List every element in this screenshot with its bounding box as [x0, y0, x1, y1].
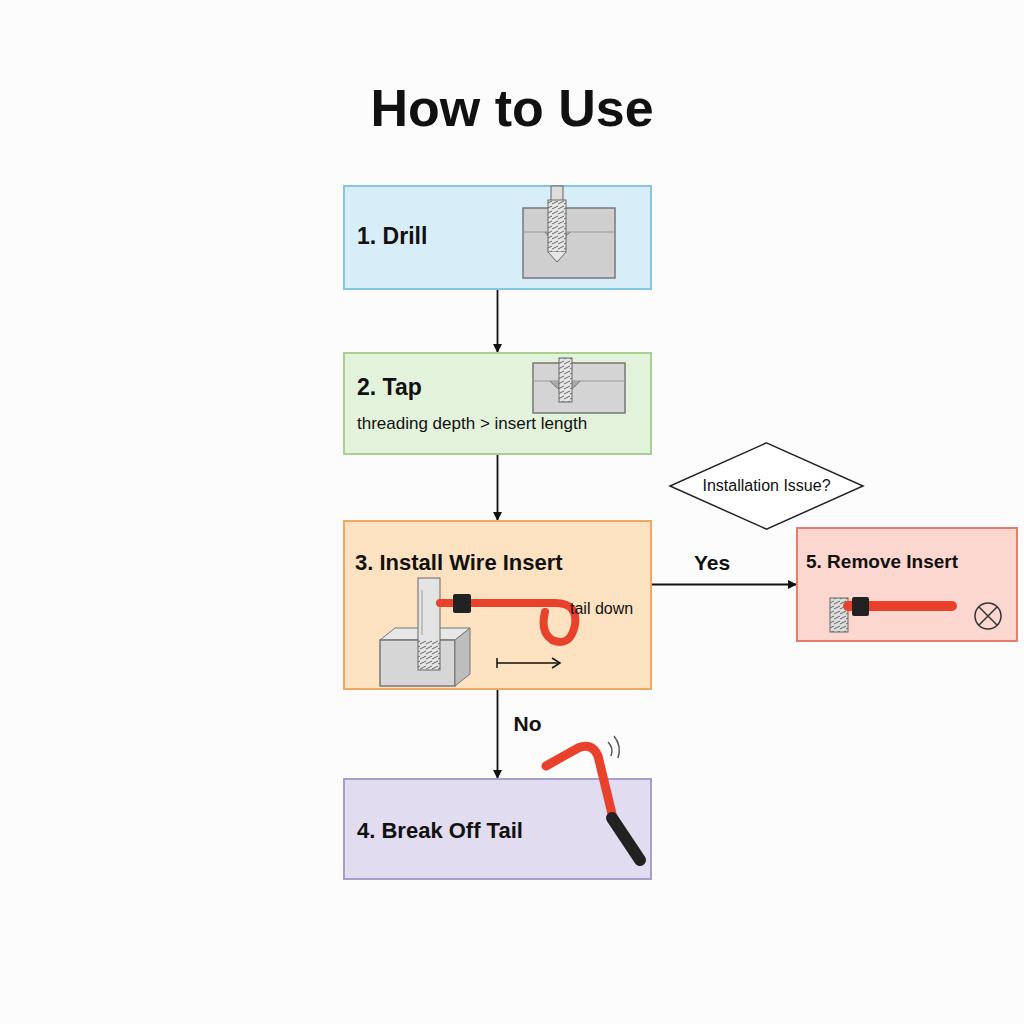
process-box: 2. Tap threading depth > insert length: [343, 352, 652, 455]
flow-arrow: [497, 455, 499, 520]
flow-arrow: [497, 690, 499, 778]
process-box: 5. Remove Insert: [796, 527, 1018, 642]
break-tail-illustration: [546, 736, 640, 860]
node-heading: 2. Tap: [357, 374, 422, 401]
node-heading: 4. Break Off Tail: [357, 818, 523, 844]
process-box: 4. Break Off Tail: [343, 778, 652, 880]
decision-diamond: Installation Issue?: [668, 442, 865, 530]
node-heading: Installation Issue?: [702, 477, 830, 495]
install-illustration: [380, 578, 575, 686]
remove-illustration: [830, 597, 1001, 632]
node-note: tail down: [570, 600, 633, 618]
drill-illustration: [523, 186, 615, 278]
diagram-title: How to Use: [0, 78, 1024, 138]
node-heading: 1. Drill: [357, 223, 427, 250]
node-heading: 5. Remove Insert: [806, 551, 958, 573]
process-box: 1. Drill: [343, 185, 652, 290]
flow-arrow: [497, 290, 499, 352]
process-box: 3. Install Wire Insert tail down: [343, 520, 652, 690]
edge-label: Yes: [692, 551, 732, 575]
node-heading: 3. Install Wire Insert: [355, 550, 563, 576]
edge-label: No: [512, 712, 544, 736]
node-note: threading depth > insert length: [357, 414, 587, 434]
flow-arrow: [652, 584, 796, 586]
tap-illustration: [533, 358, 625, 413]
